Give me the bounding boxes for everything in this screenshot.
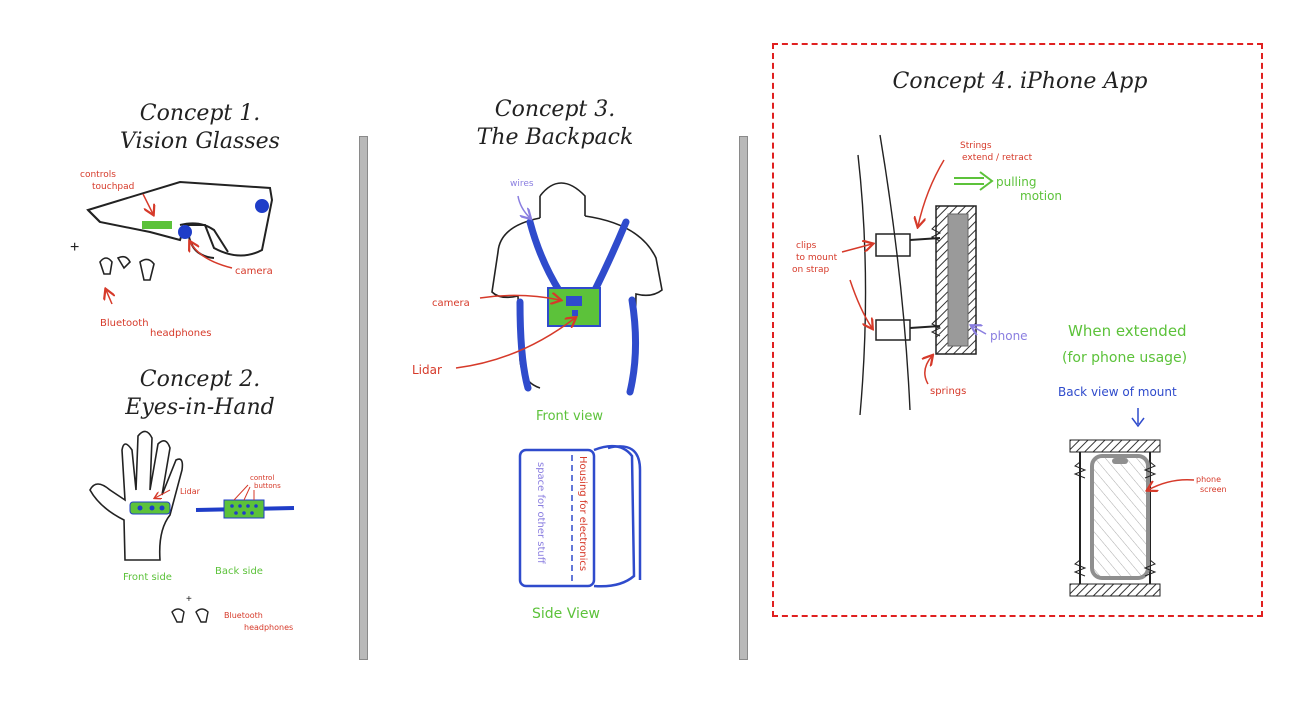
- c4-label-springs: springs: [930, 386, 966, 397]
- c3-label-housing: Housing for electronics: [577, 456, 588, 571]
- headphones-sketch: [99, 255, 155, 281]
- c1-label-controls: controls: [80, 170, 116, 180]
- c3-label-camera: camera: [432, 298, 470, 309]
- c3-sensor-box: [547, 287, 601, 327]
- c1-arrow-camera: [190, 242, 233, 269]
- c2-label-bluetooth: Bluetooth: [224, 611, 263, 620]
- divider-right: [739, 136, 748, 660]
- c2-label-back-side: Back side: [215, 566, 263, 577]
- c3-label-wires: wires: [510, 179, 534, 189]
- strap-sketch: [857, 134, 911, 416]
- c4-label-back-view: Back view of mount: [1058, 385, 1177, 399]
- c4-label-phone-screen-2: screen: [1200, 485, 1227, 494]
- glasses-sketch: [86, 180, 274, 259]
- concept-2-title-line2: Eyes-in-Hand: [125, 395, 275, 420]
- c2-label-control: control: [250, 474, 274, 482]
- c4-label-phone: phone: [990, 329, 1028, 343]
- concept-4-title: Concept 4. iPhone App: [880, 68, 1160, 96]
- c1-label-headphones: headphones: [150, 328, 211, 339]
- c4-label-phone-screen-1: phone: [1196, 475, 1221, 484]
- concept-1-title: Concept 1. Vision Glasses: [100, 100, 300, 156]
- backpack-side-sketch: [518, 444, 642, 588]
- c4-label-when-extended: When extended: [1068, 322, 1187, 340]
- c1-plus: +: [70, 239, 79, 256]
- c4-label-pulling: pulling: [996, 175, 1036, 189]
- c2-band-back-panel: [223, 499, 265, 519]
- concept-2-title-line1: Concept 2.: [139, 367, 261, 392]
- concept-3-title: Concept 3. The Backpack: [455, 96, 655, 152]
- mount-back-view: [1069, 439, 1161, 597]
- c2-label-lidar: Lidar: [180, 487, 201, 496]
- concept-3-title-line2: The Backpack: [476, 125, 634, 150]
- concept-4-frame: [772, 43, 1263, 617]
- c4-label-motion: motion: [1020, 189, 1062, 203]
- divider-left: [359, 136, 368, 660]
- c4-label-for-usage: (for phone usage): [1062, 350, 1187, 366]
- c1-label-camera: camera: [235, 266, 273, 277]
- c3-label-side-view: Side View: [532, 606, 600, 622]
- c2-plus: +: [186, 594, 192, 605]
- hand-sketch: [89, 430, 184, 561]
- c4-label-strings-1: Strings: [960, 141, 992, 151]
- backpack-straps: [516, 218, 640, 396]
- c1-label-touchpad: touchpad: [92, 182, 134, 192]
- c3-label-front-view: Front view: [536, 409, 603, 424]
- c2-headphones-sketch: [171, 608, 209, 623]
- clips-sketch: [875, 233, 941, 341]
- concept-1-title-line2: Vision Glasses: [120, 129, 280, 154]
- c1-arrow-touchpad: [142, 193, 153, 214]
- c4-label-clips-3: on strap: [792, 265, 830, 275]
- c1-arrow-bluetooth: [106, 290, 112, 305]
- c3-label-space: space for other stuff: [535, 462, 546, 565]
- concept-3-title-line1: Concept 3.: [494, 97, 616, 122]
- c4-label-clips-2: to mount: [796, 253, 838, 263]
- concept-1-title-line1: Concept 1.: [139, 101, 261, 126]
- c4-label-clips-1: clips: [796, 241, 817, 251]
- phone-side: [947, 213, 969, 347]
- c1-label-bluetooth: Bluetooth: [100, 318, 149, 329]
- c2-label-buttons: buttons: [254, 482, 281, 490]
- c4-label-strings-2: extend / retract: [962, 153, 1033, 163]
- concept-4-title-line1: Concept 4. iPhone App: [892, 69, 1148, 94]
- concept-2-title: Concept 2. Eyes-in-Hand: [100, 366, 300, 422]
- c2-label-headphones: headphones: [244, 623, 293, 632]
- c2-label-front-side: Front side: [123, 572, 172, 583]
- c3-label-lidar: Lidar: [412, 363, 442, 377]
